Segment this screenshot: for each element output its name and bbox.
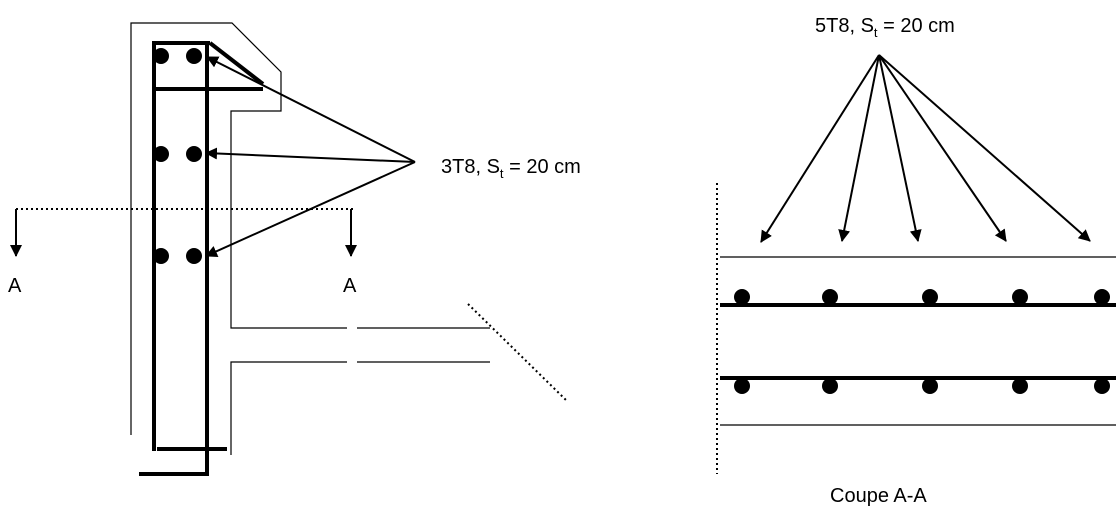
elevation-view: 3T8, St = 20 cm A A: [8, 22, 581, 476]
rebar-top-slope: [208, 41, 265, 86]
bar-dot: [153, 146, 169, 162]
bar-dot: [922, 289, 938, 305]
bar-dot: [153, 48, 169, 64]
break-line: [467, 303, 569, 403]
bar-dot: [1012, 289, 1028, 305]
leader-arrow: [205, 147, 416, 163]
bar-dot: [1094, 378, 1110, 394]
bar-dot: [822, 378, 838, 394]
leader-arrow: [878, 54, 1007, 242]
bar-dot: [734, 289, 750, 305]
leader-arrow: [205, 161, 416, 257]
concrete-outline: [130, 22, 490, 455]
section-label-right: A: [343, 275, 357, 297]
leader-arrow: [838, 54, 880, 242]
bar-dot: [734, 378, 750, 394]
bar-dot: [186, 248, 202, 264]
leader-arrow: [878, 54, 922, 242]
leader-arrow: [878, 54, 1091, 242]
bar-dot: [1012, 378, 1028, 394]
leader-arrow: [206, 56, 416, 163]
bar-dot: [922, 378, 938, 394]
bar-dot: [822, 289, 838, 305]
bar-dot: [186, 48, 202, 64]
section-label-left: A: [8, 275, 22, 297]
right-callout-label: 5T8, St = 20 cm: [815, 15, 955, 40]
section-title: Coupe A-A: [830, 485, 927, 507]
left-callout-label: 3T8, St = 20 cm: [441, 156, 581, 181]
bar-dot: [186, 146, 202, 162]
bar-dot: [153, 248, 169, 264]
leader-arrow: [760, 54, 880, 243]
bar-dot: [1094, 289, 1110, 305]
section-view: 5T8, St = 20 cm Coupe A-A: [716, 15, 1116, 507]
